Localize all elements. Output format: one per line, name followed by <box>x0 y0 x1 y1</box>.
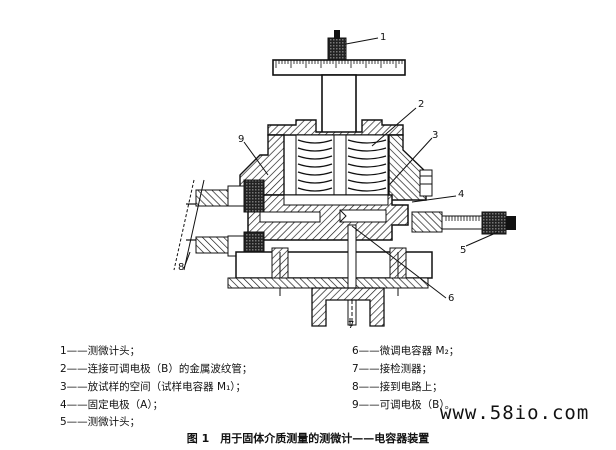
legend-item-2: 2——连接可调电极（B）的金属波纹管； <box>60 363 253 375</box>
watermark-text: www.58io.com <box>440 402 590 424</box>
callout-4: 4 <box>458 189 465 200</box>
legend-item-5: 5——测微计头； <box>60 416 141 428</box>
callout-9: 9 <box>238 134 245 145</box>
micrometer-head-right <box>411 211 516 235</box>
legend-item-3: 3——放试样的空间（试样电容器 M₁）； <box>60 381 247 393</box>
legend-item-6: 6——微调电容器 M₂； <box>352 345 460 357</box>
dial-scale-ticks <box>275 60 403 68</box>
legend-item-1: 1——测微计头； <box>60 345 141 357</box>
callout-2: 2 <box>418 99 425 110</box>
callout-3: 3 <box>432 130 439 141</box>
figure-caption: 图 1 用于固体介质测量的测微计——电容器装置 <box>186 432 430 445</box>
callout-7: 7 <box>348 320 355 331</box>
micrometer-head-top <box>272 30 406 76</box>
callout-5: 5 <box>460 245 467 256</box>
legend-item-8: 8——接到电路上； <box>352 381 443 393</box>
base-assembly <box>227 224 433 327</box>
legend-item-4: 4——固定电极（A）； <box>60 399 164 411</box>
callout-6: 6 <box>448 293 455 304</box>
apparatus-drawing <box>173 30 516 327</box>
legend-item-7: 7——接检测器； <box>352 363 433 375</box>
electrode-assembly <box>247 194 409 241</box>
leader-lines <box>183 37 499 326</box>
callout-1: 1 <box>380 32 387 43</box>
callout-8: 8 <box>178 262 185 273</box>
spindle <box>321 74 357 136</box>
legend-item-9: 9——可调电极（B）。 <box>352 399 456 411</box>
circuit-connector <box>173 179 229 271</box>
